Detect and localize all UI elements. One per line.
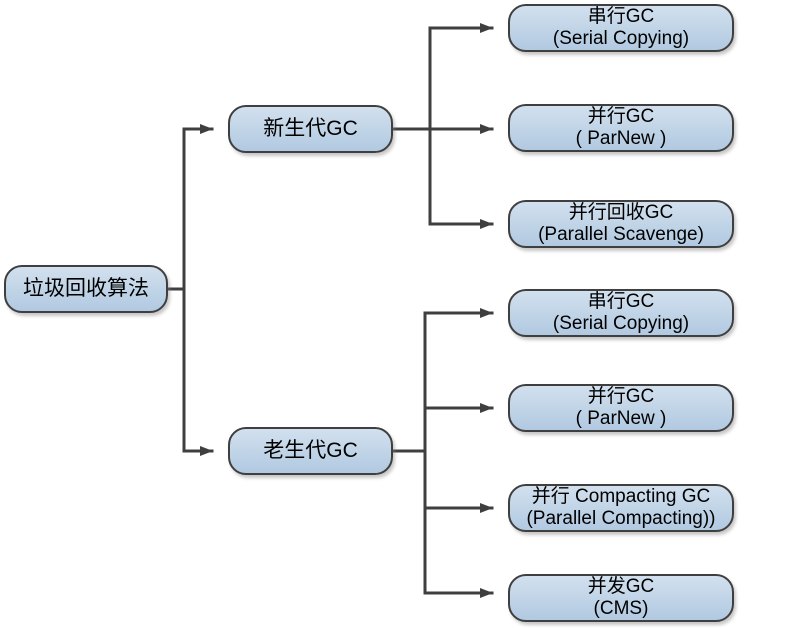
node-newgen-gc: 新生代GC — [228, 105, 393, 153]
node-serial-copying-new: 串行GC (Serial Copying) — [508, 4, 734, 52]
node-parallel-compacting: 并行 Compacting GC (Parallel Compacting)) — [508, 484, 734, 532]
node-oldgen-gc: 老生代GC — [228, 427, 393, 475]
node-title: 并行GC — [587, 386, 655, 407]
node-newgen-label: 新生代GC — [263, 117, 358, 140]
node-parallel-scavenge: 并行回收GC (Parallel Scavenge) — [508, 200, 734, 248]
node-parnew-new: 并行GC ( ParNew ) — [508, 104, 734, 152]
node-title: 并行 Compacting GC — [531, 486, 711, 507]
node-title: 并行回收GC — [568, 202, 674, 223]
node-subtitle: (CMS) — [593, 598, 649, 619]
node-subtitle: (Serial Copying) — [552, 313, 690, 334]
node-title: 并发GC — [587, 576, 655, 597]
node-title: 串行GC — [587, 291, 655, 312]
node-parnew-old: 并行GC ( ParNew ) — [508, 384, 734, 432]
node-serial-copying-old: 串行GC (Serial Copying) — [508, 289, 734, 337]
node-subtitle: (Parallel Scavenge) — [538, 224, 704, 245]
node-cms: 并发GC (CMS) — [508, 574, 734, 622]
node-subtitle: (Parallel Compacting)) — [526, 508, 716, 529]
node-subtitle: ( ParNew ) — [575, 128, 667, 149]
node-subtitle: ( ParNew ) — [575, 408, 667, 429]
node-subtitle: (Serial Copying) — [552, 28, 690, 49]
node-oldgen-label: 老生代GC — [263, 439, 358, 462]
node-title: 并行GC — [587, 106, 655, 127]
node-title: 串行GC — [587, 6, 655, 27]
node-root-label: 垃圾回收算法 — [23, 277, 149, 300]
node-root: 垃圾回收算法 — [4, 265, 168, 313]
